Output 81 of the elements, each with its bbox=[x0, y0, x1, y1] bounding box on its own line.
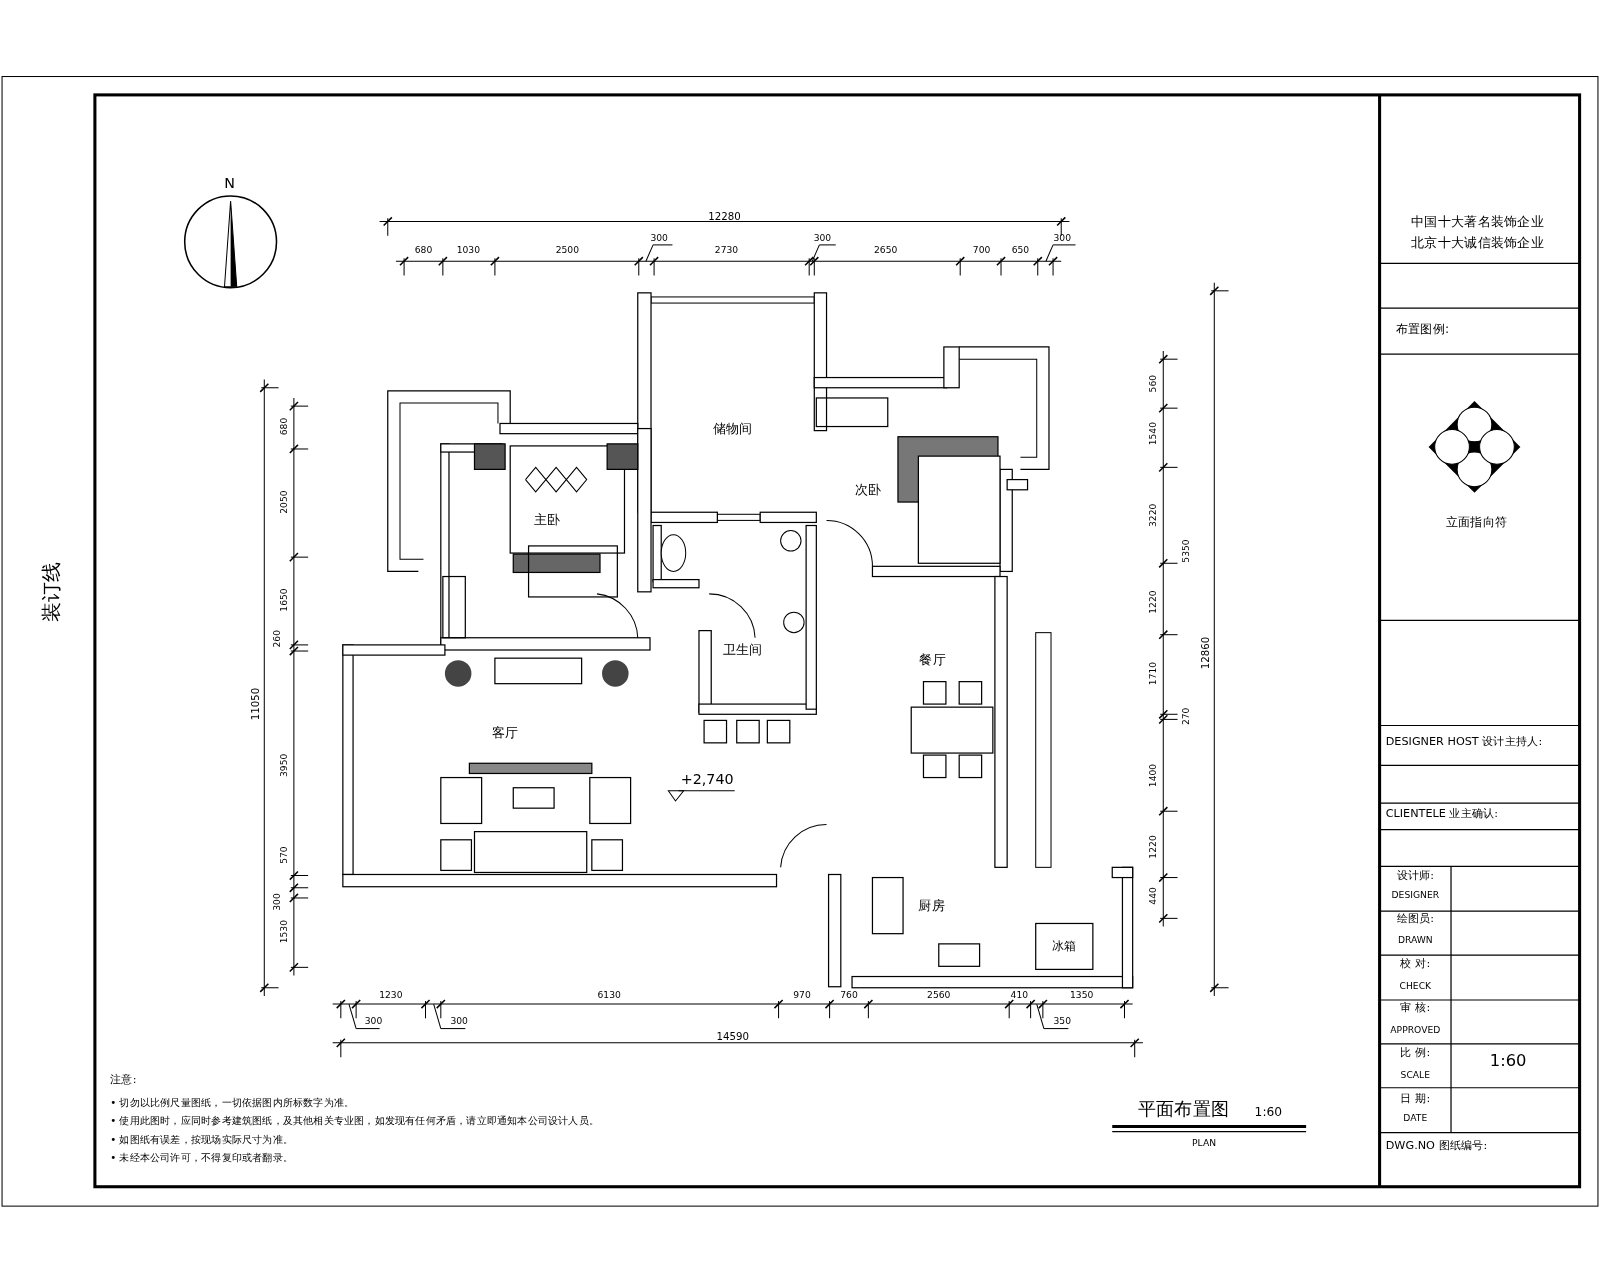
room-label: 储物间 bbox=[712, 421, 753, 436]
dimension-text: 270 bbox=[1181, 707, 1192, 726]
dimension-text: 440 bbox=[1149, 887, 1160, 905]
field-label: CLIENTELE 业主确认: bbox=[1385, 808, 1499, 821]
field-label: APPROVED bbox=[1390, 1025, 1441, 1036]
field-label: CHECK bbox=[1399, 981, 1432, 992]
note-text: • 切勿以比例尺量图纸，一切依据图内所标数字为准。 bbox=[110, 1095, 356, 1111]
room-label: 客厅 bbox=[491, 725, 519, 740]
dimension-text: 300 bbox=[1053, 233, 1071, 244]
dimension-text: 2560 bbox=[927, 990, 951, 1001]
dimension-text: 1650 bbox=[279, 588, 290, 612]
slogan-text: 北京十大诚信装饰企业 bbox=[1411, 235, 1544, 251]
dimension-text: 760 bbox=[840, 990, 858, 1001]
note-text: • 如图纸有误差，按现场实际尺寸为准。 bbox=[110, 1132, 294, 1147]
room-label: 厨房 bbox=[918, 898, 945, 914]
field-label: DESIGNER bbox=[1391, 890, 1440, 901]
dimension-text: 2050 bbox=[279, 490, 290, 514]
dimension-text: 300 bbox=[364, 1016, 383, 1027]
dimension-text: 1030 bbox=[456, 245, 481, 257]
dimension-text: 12280 bbox=[708, 210, 741, 222]
room-label: 餐厅 bbox=[919, 652, 946, 668]
dimension-text: 14590 bbox=[716, 1031, 749, 1043]
note-text: • 使用此图时，应同时参考建筑图纸，及其他相关专业图，如发现有任何矛盾，请立即通知本公司设计人员。 bbox=[110, 1114, 600, 1129]
dimension-text: 1540 bbox=[1149, 422, 1160, 446]
field-label: 比 例: bbox=[1400, 1046, 1431, 1060]
note-text: • 未经本公司许可，不得复印或者翻录。 bbox=[110, 1151, 294, 1166]
scale-value: 1:60 bbox=[1489, 1051, 1527, 1070]
note-heading: 注意: bbox=[110, 1073, 137, 1086]
room-label: 次卧 bbox=[855, 482, 882, 498]
slogan-text: 中国十大著名装饰企业 bbox=[1411, 215, 1544, 230]
dimension-text: 560 bbox=[1149, 374, 1160, 393]
dimension-text: 300 bbox=[650, 233, 668, 244]
dimension-text: 1230 bbox=[379, 990, 403, 1001]
dimension-text: 350 bbox=[1053, 1016, 1071, 1027]
dimension-text: 12860 bbox=[1199, 636, 1211, 670]
dimension-text: 2500 bbox=[555, 245, 580, 257]
room-label: 冰箱 bbox=[1052, 940, 1077, 954]
field-label: 校 对: bbox=[1400, 958, 1431, 971]
dimension-text: 300 bbox=[450, 1016, 468, 1027]
dimension-text: 1350 bbox=[1069, 990, 1094, 1001]
north-label: N bbox=[224, 175, 235, 192]
dimension-text: 970 bbox=[793, 990, 811, 1001]
dimension-text: 650 bbox=[1011, 245, 1030, 257]
field-label: DRAWN bbox=[1397, 935, 1433, 946]
dimension-text: 1400 bbox=[1149, 763, 1160, 788]
dimension-text: 570 bbox=[279, 846, 290, 864]
dimension-text: 2650 bbox=[874, 245, 898, 257]
dimension-text: 260 bbox=[272, 630, 283, 648]
field-label: 设计师: bbox=[1396, 869, 1435, 882]
field-label: DESIGNER HOST 设计主持人: bbox=[1385, 735, 1543, 748]
field-label: 绘图员: bbox=[1396, 913, 1435, 926]
dimension-text: 1530 bbox=[279, 919, 290, 944]
dimension-text: 1220 bbox=[1149, 835, 1160, 859]
dimension-text: 3950 bbox=[279, 753, 290, 777]
plan-label: PLAN bbox=[1192, 1138, 1217, 1149]
room-label: 卫生间 bbox=[722, 642, 763, 658]
dimension-text: 5350 bbox=[1181, 539, 1192, 563]
field-label: DWG.NO 图纸编号: bbox=[1385, 1139, 1488, 1153]
dimension-text: 11050 bbox=[249, 687, 261, 721]
dimension-text: 2730 bbox=[714, 245, 739, 257]
symbol-caption: 立面指向符 bbox=[1445, 515, 1508, 530]
dimension-text: 3220 bbox=[1149, 503, 1160, 527]
field-label: 审 核: bbox=[1400, 1002, 1431, 1015]
field-label: SCALE bbox=[1400, 1070, 1431, 1081]
dimension-text: 700 bbox=[972, 245, 991, 257]
dimension-text: 410 bbox=[1010, 990, 1029, 1001]
dimension-text: 6130 bbox=[597, 990, 621, 1001]
dimension-text: 680 bbox=[414, 245, 433, 257]
field-label: 日 期: bbox=[1400, 1092, 1431, 1106]
field-label: DATE bbox=[1403, 1114, 1428, 1125]
dimension-text: 1220 bbox=[1149, 590, 1160, 614]
binding-line-text: 装订线 bbox=[39, 561, 63, 623]
drawing-title: 平面布置图 bbox=[1137, 1099, 1230, 1120]
dimension-text: 1710 bbox=[1149, 661, 1160, 686]
level-text: +2,740 bbox=[680, 771, 734, 788]
dimension-text: 680 bbox=[279, 417, 290, 436]
scale-text: 1:60 bbox=[1254, 1105, 1283, 1119]
field-label: 布置图例: bbox=[1395, 322, 1450, 337]
dimension-text: 300 bbox=[272, 893, 283, 911]
dimension-text: 300 bbox=[813, 233, 832, 244]
room-label: 主卧 bbox=[533, 513, 561, 528]
